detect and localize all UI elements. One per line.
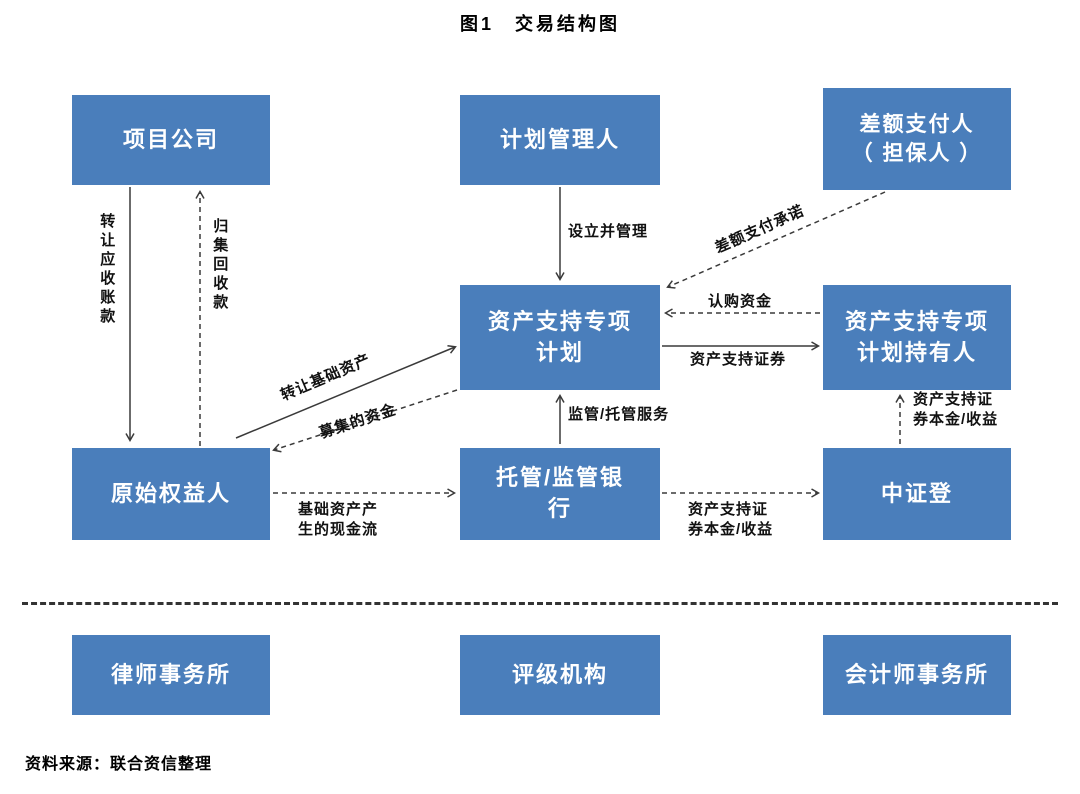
node-rating-agency: 评级机构 [460, 635, 660, 715]
edge-label-abs-securities: 资产支持证券 [690, 351, 787, 368]
node-law-firm-label: 律师事务所 [110, 661, 231, 687]
edge-label-collect-recovery: 归集回收款 [211, 218, 229, 313]
figure-title: 图1 交易结构图 [459, 14, 620, 34]
node-spv: 资产支持专项 计划 [460, 285, 660, 390]
edge-label-principal-income-mid-line2: 券本金/收益 [688, 521, 774, 539]
dashed-separator [22, 602, 1058, 605]
node-custodian-bank-label-2: 行 [547, 496, 572, 521]
edge-label-cashflow-line2: 生的现金流 [298, 521, 379, 539]
node-law-firm: 律师事务所 [72, 635, 270, 715]
node-custodian-bank-label-1: 托管/监管银 [495, 465, 625, 491]
node-holders-label-2: 计划持有人 [856, 339, 977, 365]
arrow-difference-payment [668, 191, 886, 287]
node-difference-payer-label-1: 差额支付人 [859, 112, 975, 136]
edge-label-subscription-funds: 认购资金 [708, 293, 773, 310]
source-note: 资料来源：联合资信整理 [25, 756, 213, 773]
edge-label-principal-income-mid-line1: 资产支持证 [688, 501, 769, 518]
node-spv-label-2: 计划 [535, 339, 584, 365]
edge-label-cashflow: 基础资产产 生的现金流 [298, 500, 378, 541]
edge-label-principal-income-right-line1: 资产支持证 [913, 391, 994, 408]
edge-label-custody-service: 监管/托管服务 [568, 406, 670, 423]
node-originator: 原始权益人 [72, 448, 270, 540]
edge-label-cashflow-line1: 基础资产产 [298, 501, 379, 518]
edge-label-principal-income-right-line2: 券本金/收益 [913, 411, 999, 429]
node-rating-agency-label: 评级机构 [511, 661, 608, 687]
node-csdc-label: 中证登 [880, 480, 953, 506]
node-project-company-label: 项目公司 [122, 126, 219, 152]
node-spv-label-1: 资产支持专项 [487, 308, 632, 334]
node-difference-payer-label-2: （ 担保人 ） [851, 142, 983, 165]
node-plan-manager-label: 计划管理人 [499, 126, 620, 152]
edge-label-principal-income-mid: 资产支持证 券本金/收益 [688, 500, 773, 541]
node-project-company: 项目公司 [72, 95, 270, 185]
node-accounting-firm-label: 会计师事务所 [844, 661, 989, 687]
node-accounting-firm: 会计师事务所 [823, 635, 1011, 715]
edge-label-setup-manage: 设立并管理 [568, 223, 649, 240]
edge-label-principal-income-right: 资产支持证 券本金/收益 [913, 390, 998, 431]
edge-label-transfer-receivables: 转让应收账款 [98, 213, 116, 327]
node-custodian-bank: 托管/监管银 行 [460, 448, 660, 540]
node-csdc: 中证登 [823, 448, 1011, 540]
node-plan-manager: 计划管理人 [460, 95, 660, 185]
arrow-transfer-underlying-assets [235, 347, 455, 439]
node-difference-payer: 差额支付人 （ 担保人 ） [823, 88, 1011, 190]
node-holders: 资产支持专项 计划持有人 [823, 285, 1011, 390]
node-holders-label-1: 资产支持专项 [844, 308, 989, 334]
node-originator-label: 原始权益人 [110, 480, 231, 506]
